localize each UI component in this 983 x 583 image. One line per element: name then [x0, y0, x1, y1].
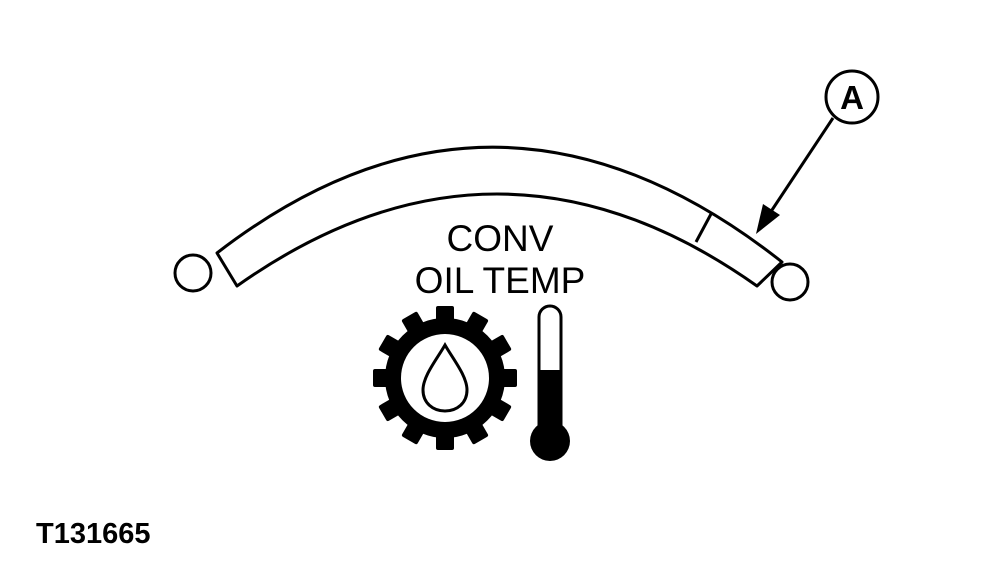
left-mount-circle — [173, 253, 213, 293]
callout-a: A — [824, 69, 880, 125]
figure-id: T131665 — [36, 518, 151, 550]
gauge-label-line1: CONV — [447, 218, 554, 259]
thermometer-icon — [530, 304, 570, 461]
gauge-zone-divider — [694, 213, 713, 243]
callout-letter: A — [840, 79, 864, 116]
callout-arrow — [756, 117, 835, 234]
gauge-arc — [215, 145, 784, 288]
oil-drop-icon — [421, 341, 469, 413]
gear-oil-drop-icon — [373, 306, 517, 450]
right-mount-circle — [770, 262, 810, 302]
gauge-label-line2: OIL TEMP — [415, 260, 586, 301]
